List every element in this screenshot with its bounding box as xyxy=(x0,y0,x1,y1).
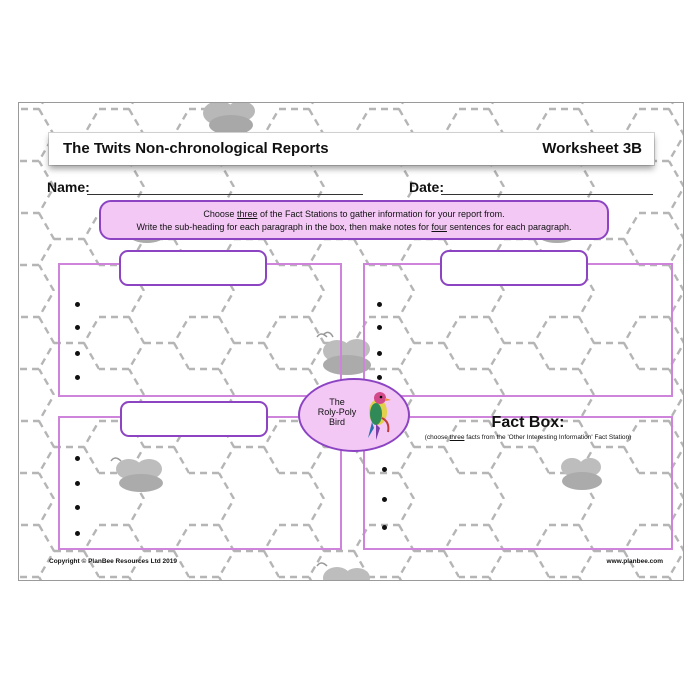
bullet-point xyxy=(75,481,80,486)
subheading-input-bottom-left[interactable] xyxy=(120,401,268,437)
subheading-input-top-left[interactable] xyxy=(119,250,267,286)
fact-box xyxy=(363,416,673,550)
bullet-point xyxy=(377,325,382,330)
worksheet-page: The Twits Non-chronological Reports Work… xyxy=(18,102,684,581)
worksheet-number: Worksheet 3B xyxy=(542,140,642,157)
date-field[interactable] xyxy=(441,194,653,195)
bullet-point xyxy=(377,351,382,356)
subheading-input-top-right[interactable] xyxy=(440,250,588,286)
bee-icon xyxy=(316,562,370,580)
bee-icon xyxy=(561,458,602,490)
bullet-point xyxy=(382,525,387,530)
name-field[interactable] xyxy=(87,194,363,195)
instruction-text: sentences for each paragraph. xyxy=(446,222,572,232)
instruction-text: Choose xyxy=(203,209,237,219)
bee-icon xyxy=(110,457,163,492)
topic-label-line: Roly-Poly xyxy=(317,407,357,417)
bullet-point xyxy=(377,375,382,380)
topic-label: The Roly-Poly Bird xyxy=(310,397,364,427)
bullet-point xyxy=(75,505,80,510)
fact-box-title: Fact Box: xyxy=(491,414,565,431)
bullet-point xyxy=(75,325,80,330)
roly-poly-bird-icon xyxy=(368,392,391,440)
bullet-point xyxy=(75,302,80,307)
fact-box-instruction: (choose three facts from the 'Other Inte… xyxy=(375,434,681,441)
fact-box-instruction-emphasis: three xyxy=(449,434,465,441)
bullet-point xyxy=(382,497,387,502)
bullet-point xyxy=(75,351,80,356)
copyright-notice: Copyright © PlanBee Resources Ltd 2019 xyxy=(49,558,177,565)
topic-oval: The Roly-Poly Bird xyxy=(298,378,410,452)
bullet-point xyxy=(382,467,387,472)
instruction-text: of the Fact Stations to gather informati… xyxy=(257,209,505,219)
bullet-point xyxy=(377,302,382,307)
title-bar: The Twits Non-chronological Reports Work… xyxy=(49,133,654,165)
topic-label-line: The xyxy=(329,397,345,407)
bullet-point xyxy=(75,531,80,536)
topic-label-line: Bird xyxy=(328,417,345,427)
date-label: Date: xyxy=(409,179,445,195)
page-title: The Twits Non-chronological Reports xyxy=(63,140,329,157)
instruction-emphasis: three xyxy=(236,209,258,219)
fact-box-instruction-text: (choose xyxy=(424,434,450,441)
bullet-point xyxy=(75,375,80,380)
website-link[interactable]: www.planbee.com xyxy=(606,558,663,565)
bullet-point xyxy=(75,456,80,461)
instruction-text: Write the sub-heading for each paragraph… xyxy=(136,222,432,232)
name-label: Name: xyxy=(47,179,90,195)
instructions-box: Choose three of the Fact Stations to gat… xyxy=(99,200,609,240)
fact-box-instruction-text: facts from the 'Other Interesting Inform… xyxy=(464,434,632,441)
instruction-emphasis: four xyxy=(431,222,447,232)
bee-icon xyxy=(203,103,255,135)
